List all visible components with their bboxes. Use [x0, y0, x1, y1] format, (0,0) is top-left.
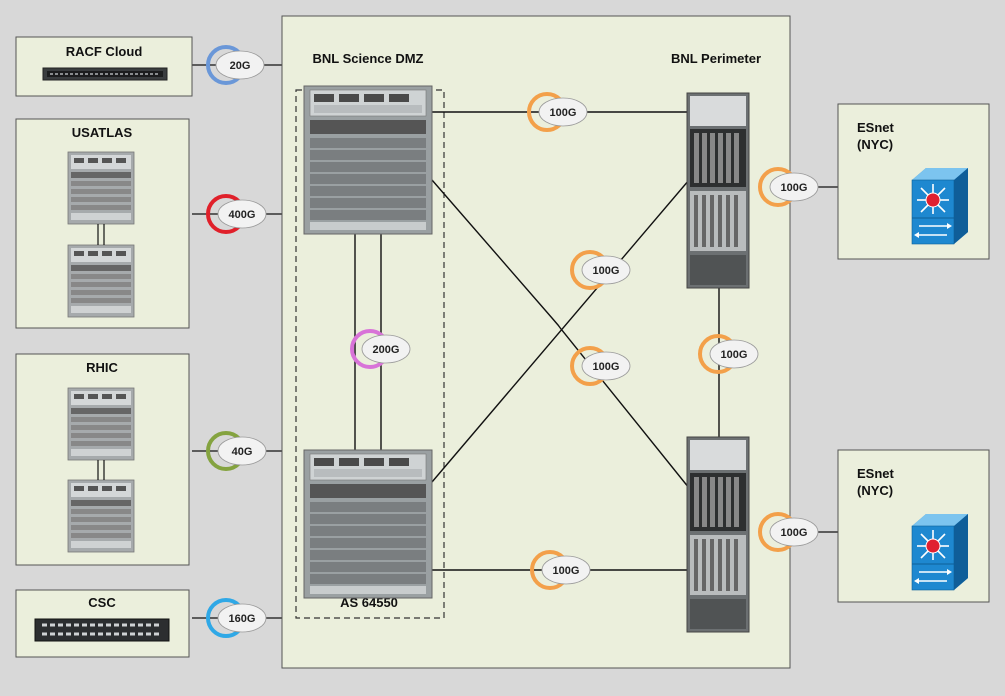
as-label: AS 64550	[340, 595, 398, 610]
rhic-rack-top	[67, 387, 135, 461]
bandwidth-badge-dmz-internal: 200G	[350, 329, 411, 369]
esnet-bottom-label-line2: (NYC)	[857, 483, 893, 498]
bandwidth-badge-racf: 20G	[206, 45, 265, 85]
bandwidth-label: 100G	[593, 361, 620, 373]
racf-cloud-panel	[15, 36, 193, 97]
bandwidth-badge-rhic: 40G	[206, 431, 267, 471]
link-top-to-perim-bot	[431, 179, 690, 489]
esnet-switch-bottom-icon	[911, 513, 969, 591]
bandwidth-badge-top-to-perim-top: 100G	[527, 92, 588, 132]
rhic-rack-bottom	[67, 479, 135, 553]
bandwidth-badge-usatlas: 400G	[206, 194, 267, 234]
dmz-title: BNL Science DMZ	[312, 51, 423, 66]
bandwidth-label: 20G	[230, 60, 251, 72]
bandwidth-badge-csc: 160G	[206, 598, 267, 638]
csc-label: CSC	[88, 595, 116, 610]
esnet-bottom-label-line1: ESnet	[857, 466, 895, 481]
bandwidth-label: 400G	[229, 209, 256, 221]
bandwidth-label: 100G	[721, 349, 748, 361]
link-bot-to-perim-top	[431, 179, 690, 483]
racf-switch	[42, 67, 168, 81]
bandwidth-label: 100G	[593, 265, 620, 277]
esnet-switch-top-icon	[911, 167, 969, 245]
perimeter-router-top	[686, 92, 750, 289]
bandwidth-badge-top-to-perim-bot: 100G	[570, 346, 631, 386]
dmz-router-bottom	[303, 449, 433, 599]
perimeter-router-bottom	[686, 436, 750, 633]
bandwidth-badge-bot-to-perim-top: 100G	[570, 250, 631, 290]
usatlas-rack-bottom	[67, 244, 135, 318]
bandwidth-label: 40G	[232, 446, 253, 458]
dmz-router-top	[303, 85, 433, 235]
bandwidth-label: 160G	[229, 613, 256, 625]
bandwidth-badge-perim-internal: 100G	[698, 334, 759, 374]
csc-switch	[34, 618, 170, 642]
racf-cloud-label: RACF Cloud	[66, 44, 143, 59]
bandwidth-label: 100G	[781, 182, 808, 194]
usatlas-label: USATLAS	[72, 125, 133, 140]
bandwidth-badge-esnet-top: 100G	[758, 167, 819, 207]
bandwidth-label: 200G	[373, 344, 400, 356]
bandwidth-label: 100G	[550, 107, 577, 119]
esnet-top-label-line1: ESnet	[857, 120, 895, 135]
rhic-label: RHIC	[86, 360, 118, 375]
bandwidth-badge-bot-to-perim-bot: 100G	[530, 550, 591, 590]
usatlas-rack-top	[67, 151, 135, 225]
esnet-top-label-line2: (NYC)	[857, 137, 893, 152]
bandwidth-badge-esnet-bottom: 100G	[758, 512, 819, 552]
bandwidth-label: 100G	[553, 565, 580, 577]
perimeter-title: BNL Perimeter	[671, 51, 761, 66]
bandwidth-label: 100G	[781, 527, 808, 539]
